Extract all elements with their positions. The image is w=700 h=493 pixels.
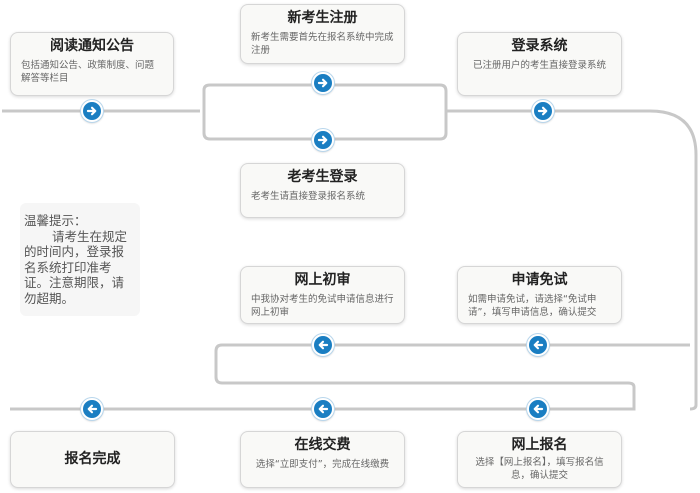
step-title: 网上初审 (294, 272, 351, 288)
arrow-right-icon (312, 129, 334, 151)
notice-panel: 温馨提示： 请考生在规定的时间内，登录报名系统打印准考证。注意期限，请勿超期。 (20, 203, 140, 316)
middle-loop-line (10, 343, 690, 411)
arrow-left-icon (527, 398, 549, 420)
arrow-left-icon (527, 334, 549, 356)
arrow-right-icon (81, 100, 103, 122)
step-description: 新考生需要首先在报名系统中完成注册 (251, 32, 394, 56)
step-description: 如需申请免试，请选择“免试申请”，填写申请信息，确认提交 (468, 294, 597, 318)
step-new-register[interactable]: 新考生注册 新考生需要首先在报名系统中完成注册 (240, 4, 405, 64)
step-online-pay[interactable]: 在线交费 选择“立即支付”，完成在线缴费 (240, 431, 405, 488)
arrow-left-icon (312, 334, 334, 356)
step-description: 包括通知公告、政策制度、问题解答等栏目 (21, 60, 155, 84)
step-done[interactable]: 报名完成 (10, 431, 175, 488)
step-title: 新考生注册 (287, 10, 358, 26)
step-title: 阅读通知公告 (50, 38, 134, 54)
step-online-register[interactable]: 网上报名 选择【网上报名】，填写报名信息，确认提交 (457, 431, 622, 488)
step-description: 老考生请直接登录报名系统 (251, 191, 366, 202)
arrow-right-icon (312, 72, 334, 94)
arrow-left-icon (312, 398, 334, 420)
step-title: 在线交费 (294, 437, 351, 453)
step-old-login[interactable]: 老考生登录 老考生请直接登录报名系统 (240, 163, 405, 218)
step-login[interactable]: 登录系统 已注册用户的考生直接登录系统 (457, 32, 622, 96)
step-title: 申请免试 (511, 272, 568, 288)
step-description: 中我协对考生的免试申请信息进行网上初审 (251, 294, 394, 318)
step-description: 选择“立即支付”，完成在线缴费 (255, 459, 390, 470)
arrow-left-icon (81, 398, 103, 420)
top-loop-line (202, 83, 448, 141)
step-description: 选择【网上报名】，填写报名信息，确认提交 (475, 457, 604, 481)
notice-title: 温馨提示： (24, 213, 87, 228)
arrow-right-icon (532, 100, 554, 122)
step-title: 登录系统 (511, 38, 568, 54)
step-apply-exempt[interactable]: 申请免试 如需申请免试，请选择“免试申请”，填写申请信息，确认提交 (457, 266, 622, 324)
notice-body: 请考生在规定的时间内，登录报名系统打印准考证。注意期限，请勿超期。 (24, 228, 128, 306)
step-online-review[interactable]: 网上初审 中我协对考生的免试申请信息进行网上初审 (240, 266, 405, 324)
step-title: 网上报名 (511, 437, 568, 453)
step-title: 老考生登录 (287, 169, 358, 185)
step-title: 报名完成 (64, 451, 121, 467)
step-read-notice[interactable]: 阅读通知公告 包括通知公告、政策制度、问题解答等栏目 (10, 32, 174, 96)
step-description: 已注册用户的考生直接登录系统 (472, 60, 606, 71)
